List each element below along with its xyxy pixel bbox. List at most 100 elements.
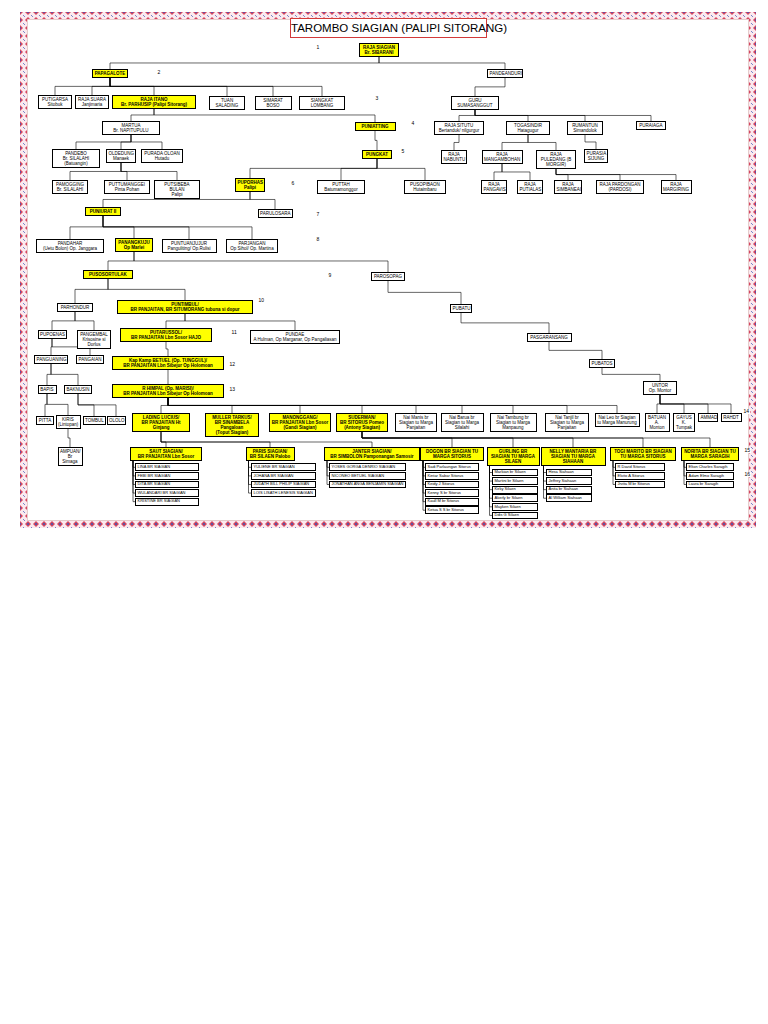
tree-connector bbox=[362, 432, 452, 447]
person-box: Kap Kamp BETUEL (Op. TUNGGUL)/BR PANJAIT… bbox=[112, 356, 224, 370]
person-box: RAJA PARDONGAN (PARDOSI) bbox=[596, 180, 644, 194]
tree-connector bbox=[362, 432, 710, 447]
person-name: Pinta Pohan bbox=[107, 187, 148, 192]
person-name: (Toput Siagian) bbox=[208, 430, 257, 435]
person-box: RAJA NABUNTU bbox=[441, 150, 467, 164]
descendant-list-item: Kintar Sabar Sitorus bbox=[425, 472, 479, 480]
generation-number: 4 bbox=[411, 121, 415, 126]
tree-connector bbox=[75, 312, 94, 330]
descendant-list-item: Ketua S S br Sitorus bbox=[425, 506, 479, 514]
person-name: PANGAIAN bbox=[79, 357, 102, 362]
person-box: LADING LUCIUS/BR PANJAITAN Ht Ginjang bbox=[132, 413, 190, 432]
person-name: PUTSIBEBA BULAN bbox=[157, 182, 198, 192]
tree-connector bbox=[502, 164, 530, 180]
person-box: OLOLO bbox=[107, 416, 126, 425]
tree-connector bbox=[110, 78, 273, 96]
descendant-list-item: R David Sitorus bbox=[615, 463, 665, 471]
tree-connector bbox=[103, 192, 250, 207]
tree-connector bbox=[494, 164, 502, 180]
person-box: RAJA PULEDANG (B MORGIR) bbox=[536, 150, 576, 169]
descendant-list-item: Akerly br Silaen bbox=[492, 494, 538, 502]
person-box: OLDEDUNGManaek bbox=[106, 149, 136, 163]
person-name: BATUAN bbox=[647, 415, 667, 420]
person-name: Nai Manis br Siagian tu Marga Panjaitan bbox=[398, 415, 435, 431]
person-name: (Gandi Siagian) bbox=[272, 425, 329, 430]
person-box: RAJA SIMBANEAI bbox=[554, 180, 582, 194]
tree-connector bbox=[475, 110, 651, 121]
person-box: PURASIA SIJUNG bbox=[584, 149, 608, 163]
descendant-list-item: Keidy J Sitorus bbox=[425, 481, 479, 489]
tree-connector bbox=[47, 394, 68, 415]
person-name: Simandolok bbox=[570, 128, 601, 133]
person-name: Palipi bbox=[157, 192, 198, 197]
descendant-list-item: KRISTINE BR SIAGIAN bbox=[135, 498, 199, 506]
person-box: SIANGKAT LOMBANG bbox=[299, 96, 345, 110]
person-name: RAJA PARDONGAN (PARDOSI) bbox=[599, 182, 642, 192]
person-name: BR PANJAITAN Lbn Sibejur Op Holomoan bbox=[115, 363, 222, 368]
tree-connector bbox=[388, 281, 461, 304]
person-name: BR SIMBOLON Pamponangan Samosir bbox=[327, 454, 418, 459]
person-box: RAHDT bbox=[721, 413, 742, 422]
tree-connector bbox=[76, 135, 131, 149]
person-name: (Uetu Bolon) Op. Janggara bbox=[39, 246, 102, 251]
person-name: RAJA SUARA bbox=[78, 97, 107, 102]
person-box: PARJANGANOp Sihol/ Op. Martina bbox=[226, 239, 278, 253]
person-name: Panguliting/ Op.Rulisi bbox=[164, 246, 214, 251]
descendant-list-item: Markian br Silaen bbox=[492, 469, 538, 477]
person-name: SIMARAT BOSO bbox=[257, 98, 289, 108]
descendant-list-item: DITA BR SIAGIAN bbox=[135, 481, 199, 489]
person-name: RUMANTUN bbox=[570, 123, 601, 128]
person-name: TOGASINDIR bbox=[509, 123, 548, 128]
person-name: PANANGKUJU bbox=[118, 240, 151, 245]
person-name: BR SINAMBELA Pangaloan bbox=[208, 420, 257, 430]
person-name: PASGARANSANG bbox=[529, 335, 569, 340]
person-box: PUBATU bbox=[450, 304, 472, 313]
person-name: PUSOSORTULAK bbox=[86, 272, 131, 277]
person-box: PANGAIAN bbox=[76, 355, 104, 364]
person-box: PANDAHAR(Uetu Bolon) Op. Janggara bbox=[36, 239, 104, 253]
person-box: PARULOSARA bbox=[258, 209, 293, 218]
person-name: Manaek bbox=[109, 156, 134, 161]
descendant-list-item: YULIENE BR SIAGIAN bbox=[251, 463, 316, 471]
person-name: Hutadu bbox=[144, 156, 181, 161]
person-box: RAJA PANGAVIS bbox=[481, 180, 507, 194]
person-name: KIRIS bbox=[58, 417, 78, 422]
person-name: LOIS LISATH LENESIS SIAGIAN bbox=[254, 491, 314, 496]
person-name: Elton Charles Saragih bbox=[689, 465, 732, 470]
tree-connector bbox=[161, 432, 166, 447]
descendant-list-item: Laura br Saragih bbox=[686, 481, 734, 489]
tree-connector bbox=[556, 169, 676, 180]
generation-number: 7 bbox=[316, 212, 320, 217]
generation-number: 12 bbox=[229, 362, 236, 367]
person-name: A Hulman, Op Marganar, Op Pangaliasan bbox=[253, 337, 338, 342]
person-name: TOMBUL bbox=[85, 418, 103, 423]
tree-connector bbox=[602, 368, 660, 381]
person-box: PUTTAHBatumamonggor bbox=[317, 180, 365, 194]
person-name: Nai Tambung br Siagian tu Marga Manpaung bbox=[492, 415, 534, 431]
person-name: Kintar Sabar Sitorus bbox=[428, 474, 477, 479]
person-name: Br. PARHUSIP (Palipi Sitorang) bbox=[115, 102, 194, 107]
tree-connector bbox=[52, 312, 75, 330]
tree-connector bbox=[377, 159, 425, 180]
person-name: Kap Kamp BETUEL (Op. TUNGGUL)/ bbox=[115, 358, 222, 363]
person-name: KRISTINE BR SIAGIAN bbox=[138, 499, 197, 504]
generation-number: 9 bbox=[328, 273, 332, 278]
person-name: Markian br Silaen bbox=[495, 470, 536, 475]
descendant-list-item: NICONEO BETUEL SIAGIAN bbox=[329, 472, 406, 480]
tree-connector bbox=[250, 192, 275, 209]
tree-connector bbox=[92, 78, 110, 95]
tree-connector bbox=[168, 370, 169, 384]
person-name: TUAN SALADING bbox=[212, 98, 243, 108]
tree-connector bbox=[585, 135, 596, 149]
person-box: RAJA PUTIALAS bbox=[517, 180, 543, 194]
tree-connector bbox=[110, 78, 322, 96]
person-box: JANTER SIAGIAN/BR SIMBOLON Pamponangan S… bbox=[324, 447, 420, 461]
descendant-list-item: Ddis G Silaen bbox=[492, 512, 538, 520]
descendant-list-item: Elvito A Sitorus bbox=[615, 472, 665, 480]
person-name: (Antony Siagian) bbox=[339, 425, 386, 430]
descendant-list-item: Jeffrey Siahaan bbox=[546, 477, 592, 485]
person-name: PARULOSARA bbox=[260, 211, 290, 216]
person-name: RAHDT bbox=[723, 415, 739, 420]
descendant-list-item: Mayken Silaen bbox=[492, 503, 538, 511]
person-name: Nai Tanjil br Siagian tu Marga Panjaitan bbox=[548, 415, 587, 431]
